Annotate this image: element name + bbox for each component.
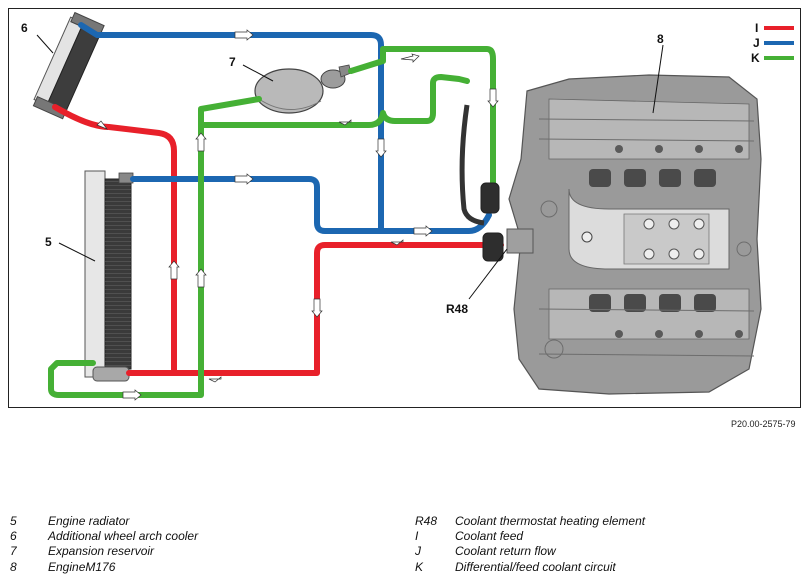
diagram-frame: 6 7 8 5 R48 I J K xyxy=(8,8,801,408)
reference-code: P20.00-2575-79 xyxy=(731,419,796,429)
caption-key: K xyxy=(415,560,424,574)
legend-swatch-i xyxy=(764,26,794,30)
caption-text: Expansion reservoir xyxy=(48,544,155,558)
caption-key: 7 xyxy=(10,544,17,558)
caption-text: Engine radiator xyxy=(48,514,130,528)
caption-text: Coolant return flow xyxy=(455,544,556,558)
caption-text: Coolant feed xyxy=(455,529,524,543)
callout-6: 6 xyxy=(21,21,28,35)
caption-text: Coolant thermostat heating element xyxy=(455,514,646,528)
wheel-arch-cooler xyxy=(32,11,105,120)
callout-5: 5 xyxy=(45,235,52,249)
caption-text: Additional wheel arch cooler xyxy=(48,529,199,543)
callout-8: 8 xyxy=(657,32,664,46)
caption-key: 6 xyxy=(10,529,17,543)
leader-lines xyxy=(36,34,664,300)
legend-letter-i: I xyxy=(755,21,759,35)
caption-text: Differential/feed coolant circuit xyxy=(455,560,616,574)
caption-text: EngineM176 xyxy=(48,560,116,574)
coolant-feed-line xyxy=(52,104,504,376)
coolant-circuit-diagram xyxy=(32,11,762,401)
expansion-reservoir xyxy=(254,64,352,114)
callout-r48: R48 xyxy=(446,302,469,316)
caption-key: 5 xyxy=(10,514,17,528)
legend-letter-k: K xyxy=(751,51,760,65)
engine-hoses xyxy=(459,104,504,262)
callout-7: 7 xyxy=(229,55,236,69)
legend-swatch-k xyxy=(764,56,794,60)
caption-key: 8 xyxy=(10,560,17,574)
caption-key: I xyxy=(415,529,419,543)
coolant-return-line xyxy=(78,22,492,234)
caption-key: J xyxy=(415,544,421,558)
engine-m176 xyxy=(506,74,762,395)
engine-radiator xyxy=(84,170,134,382)
caption-key: R48 xyxy=(415,514,438,528)
legend-letter-j: J xyxy=(753,36,760,50)
differential-coolant-line xyxy=(48,46,496,398)
flow-arrows xyxy=(96,29,499,401)
legend-swatch-j xyxy=(764,41,794,45)
